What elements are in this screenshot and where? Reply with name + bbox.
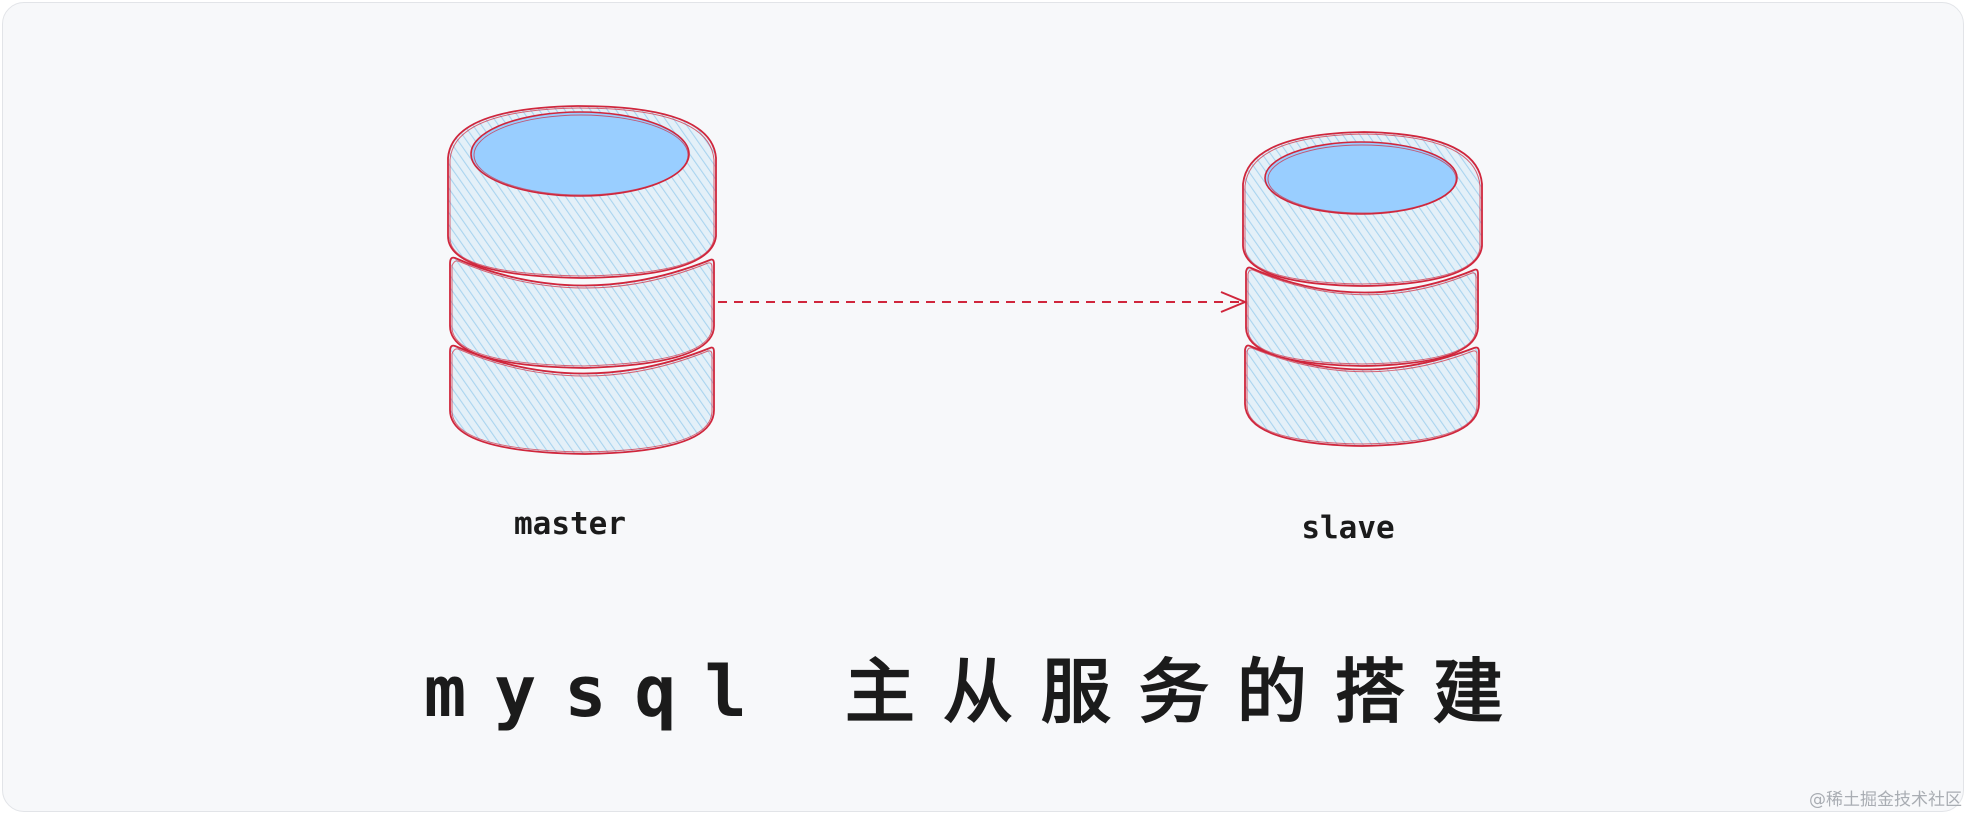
slave-label: slave [1301,510,1395,546]
slave-top-ellipse [1264,141,1458,215]
master-label: master [514,506,626,542]
arrowhead-icon [1220,291,1248,313]
master-bottom-segment [449,344,715,455]
diagram-title: mysql 主从服务的搭建 [424,651,1531,733]
slave-middle-segment [1245,266,1479,367]
watermark: @稀土掘金技术社区 [1809,790,1962,810]
slave-bottom-segment [1244,344,1480,447]
slave-database-icon [1242,131,1483,447]
replication-arrow [718,291,1248,313]
master-database-icon [447,105,717,455]
master-top-ellipse [470,111,690,197]
master-middle-segment [449,256,715,369]
